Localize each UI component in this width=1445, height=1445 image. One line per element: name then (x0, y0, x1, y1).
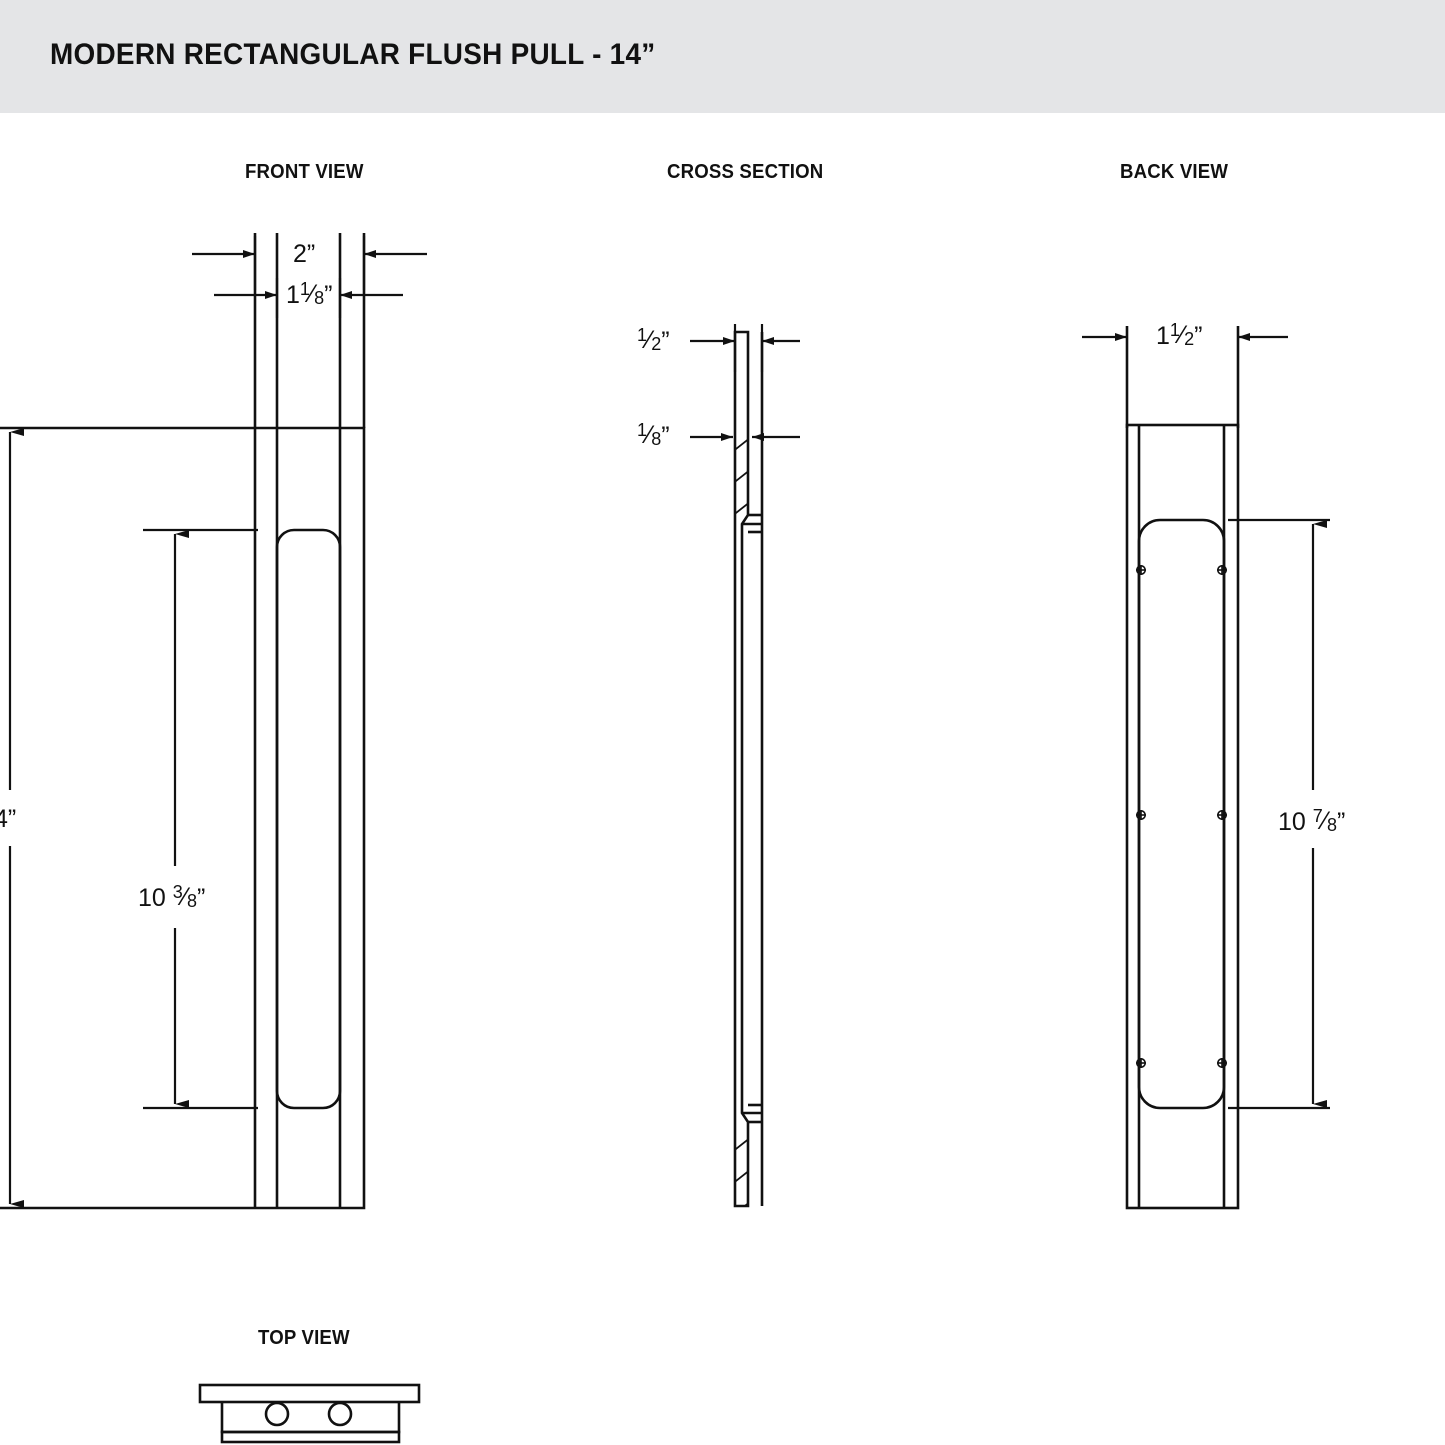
dim-back-height-fraction: 7⁄8 (1312, 806, 1337, 836)
back-view-fasteners (1136, 564, 1228, 1069)
view-label-front: FRONT VIEW (245, 161, 364, 183)
view-label-cross-section: CROSS SECTION (667, 161, 824, 183)
dim-front-inner-width-whole: 1 (286, 281, 300, 309)
dim-front-inner-width-unit: ” (324, 281, 333, 309)
dim-cross-section-thickness: 1⁄8” (637, 420, 670, 451)
view-label-top: TOP VIEW (258, 1327, 350, 1349)
dim-back-height-numerator: 7 (1312, 806, 1323, 827)
dim-cross-section-depth-unit: ” (661, 327, 670, 355)
dim-front-inner-width: 11⁄8” (286, 279, 333, 310)
dim-cross-section-depth: 1⁄2” (637, 325, 670, 356)
dim-front-inner-width-denominator: 8 (314, 288, 325, 309)
dim-cross-section-thickness-unit: ” (661, 422, 670, 450)
dim-cross-section-depth-numerator: 1 (637, 325, 648, 346)
dim-front-recess-height-unit: ” (196, 884, 206, 912)
dim-cross-section-thickness-fraction: 1⁄8 (637, 420, 662, 450)
dim-cross-section-depth-fraction: 1⁄2 (637, 325, 662, 355)
dim-back-width: 11⁄2” (1156, 320, 1203, 351)
dim-back-width-unit: ” (1194, 322, 1203, 350)
dim-front-overall-height: 4” (0, 805, 17, 833)
cross-section-dimension-depth (690, 324, 800, 372)
front-view-geometry (0, 233, 366, 1210)
dim-cross-section-depth-denominator: 2 (651, 334, 662, 355)
top-view-geometry (198, 1383, 421, 1444)
title-bar (0, 0, 1445, 113)
dim-front-inner-width-numerator: 1 (299, 279, 310, 300)
dim-back-height: 10 7⁄8” (1278, 806, 1346, 837)
cross-section-geometry (733, 330, 764, 1208)
dim-back-height-whole: 10 (1278, 808, 1306, 836)
dim-back-width-denominator: 2 (1184, 329, 1195, 350)
dim-front-recess-height-numerator: 3 (172, 882, 183, 903)
dim-back-width-numerator: 1 (1169, 320, 1180, 341)
back-view-geometry (1125, 326, 1240, 1210)
cross-section-hatching-bottom (735, 1129, 748, 1206)
dim-front-recess-height: 10 3⁄8” (138, 882, 206, 913)
cross-section-hatching-top (735, 437, 748, 524)
front-view-dimension-recess-height (143, 528, 258, 1110)
dim-back-width-fraction: 1⁄2 (1169, 320, 1195, 350)
dim-back-height-unit: ” (1336, 808, 1346, 836)
dim-cross-section-thickness-denominator: 8 (651, 429, 662, 450)
dim-front-recess-height-whole: 10 (138, 884, 166, 912)
dim-back-width-whole: 1 (1156, 322, 1170, 350)
page-title: MODERN RECTANGULAR FLUSH PULL - 14” (50, 38, 656, 71)
dim-front-outer-width: 2” (293, 240, 316, 268)
dim-front-recess-height-fraction: 3⁄8 (172, 882, 197, 912)
dim-front-recess-height-denominator: 8 (186, 891, 197, 912)
dim-front-inner-width-fraction: 1⁄8 (299, 279, 325, 309)
dim-back-height-denominator: 8 (1326, 815, 1337, 836)
view-label-back: BACK VIEW (1120, 161, 1229, 183)
dim-cross-section-thickness-numerator: 1 (637, 420, 648, 441)
